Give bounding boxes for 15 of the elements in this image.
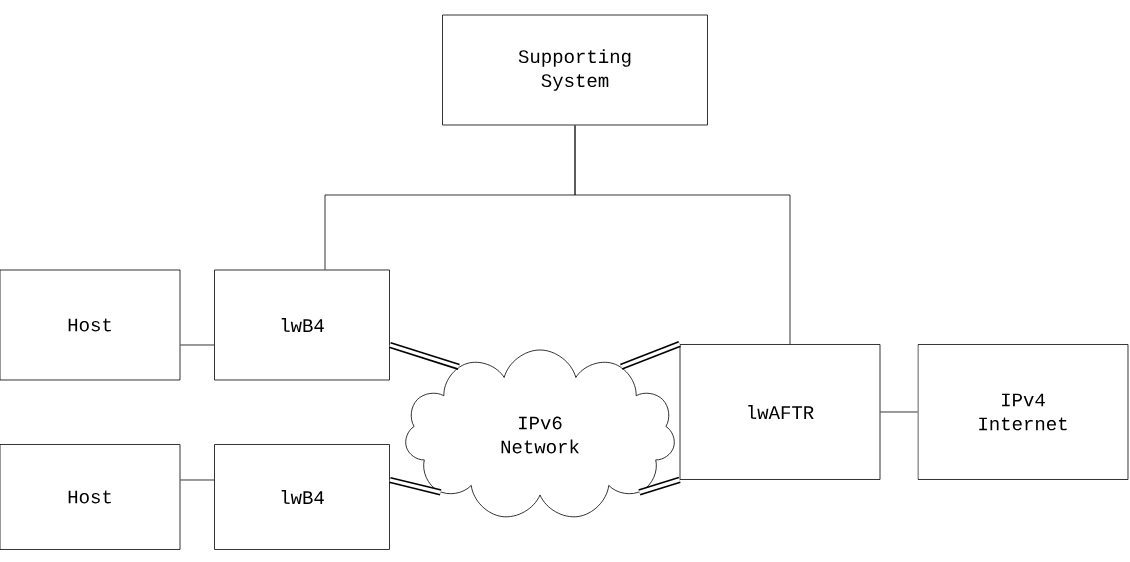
double-line xyxy=(620,341,681,370)
connector-line xyxy=(880,411,918,413)
double-line xyxy=(389,476,442,496)
connector-line xyxy=(574,125,791,345)
process-box: lwB4 xyxy=(214,444,390,550)
process-box: Host xyxy=(0,444,181,550)
connector-line xyxy=(180,344,215,346)
process-box: lwB4 xyxy=(214,269,390,381)
double-line xyxy=(388,341,460,370)
double-line xyxy=(638,476,681,496)
process-box: IPv4 Internet xyxy=(917,344,1129,480)
process-box: lwAFTR xyxy=(679,344,881,480)
process-box: Supporting System xyxy=(442,14,708,126)
connector-line xyxy=(180,479,215,481)
process-box: Host xyxy=(0,269,181,381)
